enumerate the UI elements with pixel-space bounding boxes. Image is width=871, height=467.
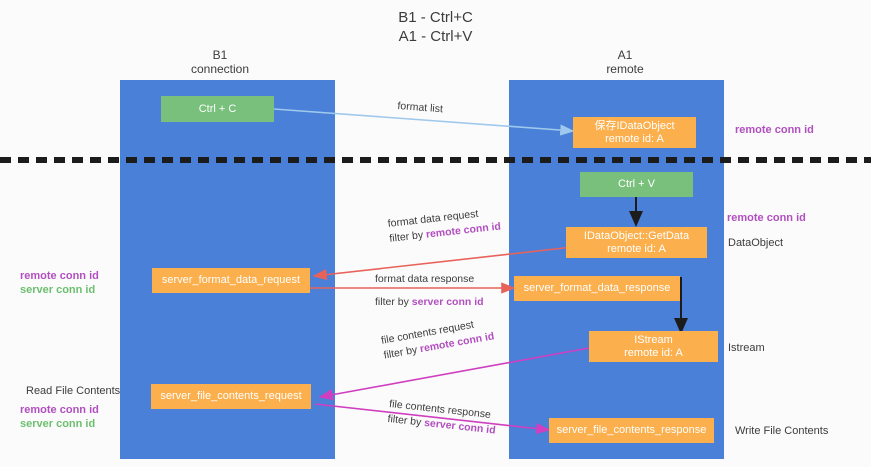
node-server-format-data-request[interactable]: server_format_data_request — [152, 268, 310, 293]
edge-label-format-data-response-line2: filter by server conn id — [375, 295, 484, 310]
node-ctrl-v[interactable]: Ctrl + V — [580, 172, 693, 197]
edge-label-format-data-response-keyword: server conn id — [411, 296, 484, 308]
annotation-right-remote-conn-id-mid: remote conn id — [727, 212, 806, 224]
node-idataobject-getdata[interactable]: IDataObject::GetData remote id: A — [566, 227, 707, 258]
edge-label-format-data-response: format data response filter by server co… — [375, 272, 484, 310]
annotation-left-read-file-contents: Read File Contents — [26, 385, 121, 397]
annotation-right-write-file-contents: Write File Contents — [735, 425, 829, 437]
edge-label-file-contents-request: file contents request filter by remote c… — [380, 315, 496, 364]
column-header-b1-connection: B1 connection — [190, 48, 250, 76]
edge-label-format-list: format list — [397, 99, 443, 117]
phase-divider — [0, 157, 871, 163]
annotation-left-remote-conn-id-mid: remote conn id — [20, 270, 99, 282]
node-server-file-contents-response[interactable]: server_file_contents_response — [549, 418, 714, 443]
annotation-right-remote-conn-id-top: remote conn id — [735, 124, 814, 136]
annotation-right-istream: Istream — [728, 342, 765, 354]
annotation-left-server-conn-id-bottom: server conn id — [20, 418, 96, 430]
node-save-idataobject[interactable]: 保存IDataObject remote id: A — [573, 117, 696, 148]
annotation-left-server-conn-id-mid: server conn id — [20, 284, 96, 296]
edge-label-file-contents-response-filter-text: filter by — [386, 412, 425, 429]
annotation-left-remote-conn-id-bottom: remote conn id — [20, 404, 99, 416]
edge-label-format-data-response-filter-text: filter by — [375, 296, 412, 308]
edge-label-format-list-line1: format list — [397, 99, 444, 116]
node-istream[interactable]: IStream remote id: A — [589, 331, 718, 362]
diagram-title: B1 - Ctrl+C A1 - Ctrl+V — [398, 9, 473, 45]
edge-label-format-data-request: format data request filter by remote con… — [387, 205, 502, 247]
node-server-file-contents-request[interactable]: server_file_contents_request — [151, 384, 311, 409]
column-header-a1-remote: A1 remote — [606, 48, 644, 76]
edge-label-format-data-request-filter-text: filter by — [388, 228, 427, 245]
annotation-right-dataobject: DataObject — [728, 237, 784, 249]
node-server-format-data-response[interactable]: server_format_data_response — [514, 276, 680, 301]
node-ctrl-c[interactable]: Ctrl + C — [161, 96, 274, 122]
edge-label-file-contents-response: file contents response filter by server … — [387, 397, 498, 439]
edge-label-format-data-response-line1: format data response — [375, 273, 475, 285]
